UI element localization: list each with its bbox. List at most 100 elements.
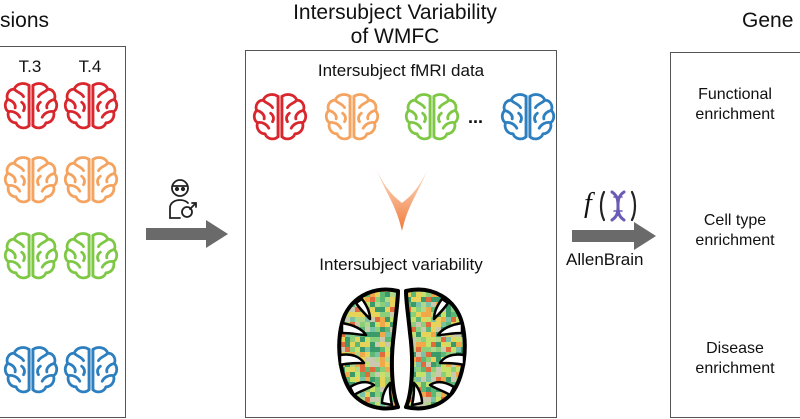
- variability-cell: [395, 367, 399, 372]
- brain-icon: [3, 229, 59, 283]
- variability-cell: [426, 362, 431, 367]
- variability-cell: [340, 289, 345, 292]
- variability-cell: [456, 337, 461, 342]
- variability-cell: [360, 347, 365, 352]
- variability-cell: [436, 397, 441, 402]
- variability-cell: [431, 322, 436, 327]
- variability-cell: [385, 352, 390, 357]
- variability-cell: [395, 342, 399, 347]
- variability-cell: [385, 297, 390, 302]
- variability-cell: [411, 307, 416, 312]
- variability-cell: [370, 397, 375, 402]
- intersubject-variability-panel: Intersubject fMRI data ... Intersubject …: [245, 50, 557, 418]
- variability-cell: [406, 297, 411, 302]
- variability-cell: [365, 352, 370, 357]
- dna-icon: [599, 190, 637, 222]
- right-panel-title: Gene: [742, 9, 794, 32]
- variability-cell: [441, 372, 446, 377]
- variability-cell: [370, 297, 375, 302]
- variability-cell: [385, 327, 390, 332]
- variability-cell: [411, 302, 416, 307]
- variability-cell: [365, 347, 370, 352]
- variability-cell: [370, 307, 375, 312]
- variability-cell: [441, 317, 446, 322]
- variability-cell: [375, 367, 380, 372]
- variability-cell: [375, 307, 380, 312]
- variability-cell: [375, 347, 380, 352]
- enrichment-line2: enrichment: [695, 106, 775, 123]
- variability-cell: [431, 337, 436, 342]
- variability-cell: [426, 352, 431, 357]
- brain-icon: [404, 89, 460, 145]
- center-panel-title-line2: of WMFC: [350, 25, 440, 48]
- variability-cell: [426, 387, 431, 392]
- variability-cell: [385, 307, 390, 312]
- variability-cell: [426, 377, 431, 382]
- variability-cell: [375, 352, 380, 357]
- variability-cell: [446, 289, 451, 292]
- variability-cell: [446, 352, 451, 357]
- variability-cell: [441, 352, 446, 357]
- variability-cell: [345, 407, 350, 409]
- variability-cell: [446, 317, 451, 322]
- variability-cell: [431, 297, 436, 302]
- variability-cell: [385, 357, 390, 362]
- variability-cell: [436, 297, 441, 302]
- variability-cell: [421, 332, 426, 337]
- variability-cell: [340, 407, 345, 409]
- variability-cell: [461, 402, 465, 407]
- variability-cell: [385, 292, 390, 297]
- variability-cell: [421, 292, 426, 297]
- variability-cell: [380, 352, 385, 357]
- left-flow-arrow-head: [206, 220, 228, 248]
- variability-cell: [355, 289, 360, 292]
- variability-cell: [411, 332, 416, 337]
- variability-cell: [340, 402, 345, 407]
- variability-cell: [365, 362, 370, 367]
- variability-cell: [395, 362, 399, 367]
- variability-cell: [360, 407, 365, 409]
- gene-enrichment-panel: Functional enrichment Cell type enrichme…: [670, 52, 800, 418]
- variability-cell: [441, 362, 446, 367]
- variability-cell: [355, 342, 360, 347]
- brain-icon: [252, 89, 308, 145]
- variability-cell: [431, 372, 436, 377]
- variability-cell: [355, 307, 360, 312]
- variability-cell: [380, 402, 385, 407]
- variability-cell: [365, 407, 370, 409]
- variability-cell: [426, 302, 431, 307]
- variability-cell: [421, 307, 426, 312]
- variability-cell: [431, 362, 436, 367]
- enrichment-line1: Cell type: [703, 212, 767, 229]
- variability-cell: [380, 322, 385, 327]
- variability-cell: [421, 372, 426, 377]
- variability-cell: [451, 342, 456, 347]
- variability-cell: [360, 342, 365, 347]
- variability-cell: [431, 307, 436, 312]
- variability-cell: [456, 372, 461, 377]
- brain-icon: [63, 229, 119, 283]
- variability-cell: [431, 347, 436, 352]
- variability-cell: [370, 302, 375, 307]
- brain-icon: [324, 89, 380, 145]
- variability-cell: [436, 352, 441, 357]
- variability-cell: [355, 347, 360, 352]
- variability-cell: [345, 392, 350, 397]
- variability-cell: [365, 322, 370, 327]
- functional-enrichment: Functional enrichment: [671, 85, 799, 125]
- variability-cell: [355, 352, 360, 357]
- variability-cell: [441, 337, 446, 342]
- variability-cell: [461, 387, 465, 392]
- variability-cell: [360, 289, 365, 292]
- variability-cell: [375, 337, 380, 342]
- variability-cell: [431, 342, 436, 347]
- variability-cell: [370, 337, 375, 342]
- variability-cell: [380, 332, 385, 337]
- variability-cell: [426, 322, 431, 327]
- variability-cell: [395, 377, 399, 382]
- variability-cell: [421, 337, 426, 342]
- variability-cell: [340, 307, 345, 312]
- variability-cell: [451, 397, 456, 402]
- variability-cell: [426, 297, 431, 302]
- variability-cell: [380, 377, 385, 382]
